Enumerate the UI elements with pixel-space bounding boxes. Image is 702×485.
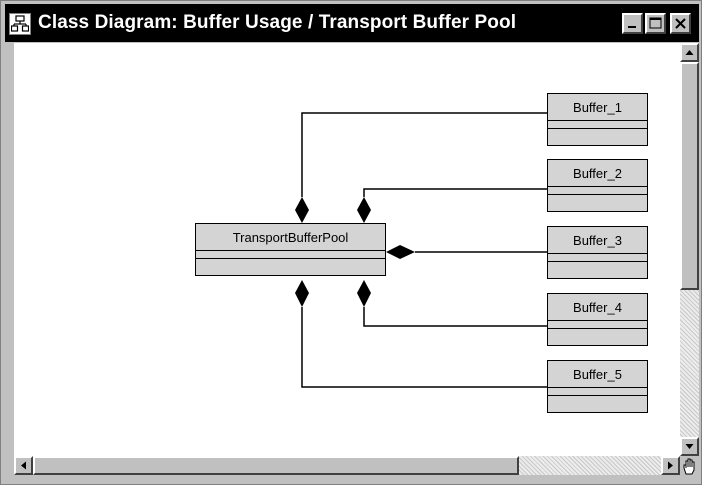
horizontal-scroll-thumb[interactable] [33, 456, 519, 475]
operations-compartment [548, 329, 647, 345]
vertical-scrollbar[interactable] [680, 43, 699, 456]
class-name: TransportBufferPool [196, 224, 385, 251]
vertical-scroll-thumb[interactable] [680, 62, 699, 290]
operations-compartment [196, 259, 385, 275]
arrow-down-icon [685, 444, 694, 449]
operations-compartment [548, 195, 647, 211]
attributes-compartment [548, 253, 647, 262]
size-grip[interactable] [680, 456, 699, 475]
class-name: Buffer_3 [548, 227, 647, 254]
scroll-up-button[interactable] [680, 43, 699, 62]
composition-diamond-icon [386, 245, 415, 259]
composition-diamond-icon [357, 280, 371, 307]
attributes-compartment [196, 250, 385, 259]
class-buffer-3[interactable]: Buffer_3 [547, 226, 648, 279]
class-name: Buffer_5 [548, 361, 647, 388]
operations-compartment [548, 129, 647, 145]
close-button[interactable] [670, 13, 691, 34]
scroll-right-button[interactable] [661, 456, 680, 475]
minimize-icon [628, 26, 636, 28]
hand-icon [683, 458, 695, 475]
diagram-canvas[interactable]: TransportBufferPool Buffer_1 Buffer_2 Bu… [14, 43, 680, 456]
class-buffer-1[interactable]: Buffer_1 [547, 93, 648, 146]
connector-buffer-5[interactable] [301, 307, 547, 388]
close-icon [675, 18, 686, 29]
class-buffer-5[interactable]: Buffer_5 [547, 360, 648, 413]
class-transport-buffer-pool[interactable]: TransportBufferPool [195, 223, 386, 276]
class-name: Buffer_4 [548, 294, 647, 321]
class-buffer-2[interactable]: Buffer_2 [547, 159, 648, 212]
connector-buffer-1[interactable] [301, 112, 547, 197]
operations-compartment [548, 396, 647, 412]
class-diagram-icon[interactable] [9, 13, 31, 35]
maximize-icon [649, 17, 662, 29]
scroll-left-button[interactable] [14, 456, 33, 475]
arrow-right-icon [668, 461, 673, 470]
scroll-down-button[interactable] [680, 437, 699, 456]
attributes-compartment [548, 120, 647, 129]
composition-diamond-icon [295, 197, 309, 223]
composition-diamond-icon [357, 197, 371, 223]
maximize-button[interactable] [645, 13, 666, 34]
attributes-compartment [548, 387, 647, 396]
class-name: Buffer_2 [548, 160, 647, 187]
connector-buffer-4[interactable] [363, 307, 547, 327]
class-name: Buffer_1 [548, 94, 647, 121]
arrow-left-icon [21, 461, 26, 470]
class-buffer-4[interactable]: Buffer_4 [547, 293, 648, 346]
connector-buffer-2[interactable] [363, 188, 547, 197]
connector-layer [295, 112, 547, 388]
minimize-button[interactable] [622, 13, 643, 34]
horizontal-scrollbar[interactable] [14, 456, 680, 475]
attributes-compartment [548, 186, 647, 195]
arrow-up-icon [685, 50, 694, 55]
composition-diamond-icon [295, 280, 309, 307]
attributes-compartment [548, 320, 647, 329]
window-title: Class Diagram: Buffer Usage / Transport … [38, 12, 517, 33]
operations-compartment [548, 262, 647, 278]
title-bar[interactable]: Class Diagram: Buffer Usage / Transport … [5, 4, 699, 42]
